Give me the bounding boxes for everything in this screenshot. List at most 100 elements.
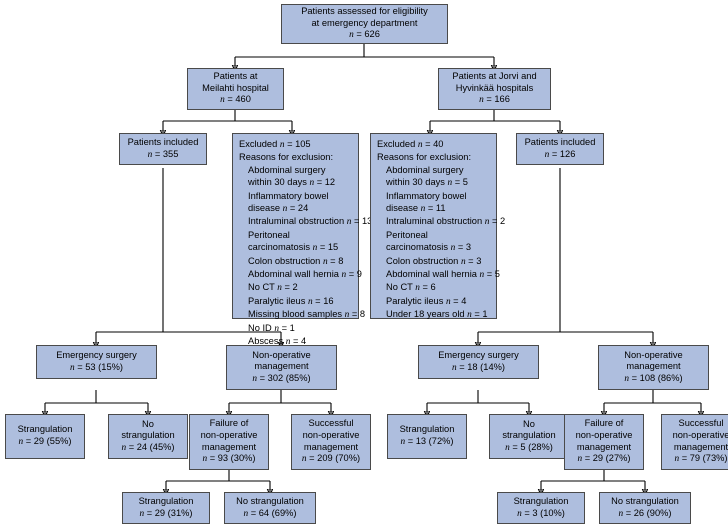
node-count: n = 302 (85%) bbox=[252, 372, 311, 384]
node-successful-non-operative-left[interactable]: Successful non-operative management n = … bbox=[291, 414, 371, 470]
node-count: n = 93 (30%) bbox=[202, 453, 256, 465]
node-line: Emergency surgery bbox=[438, 349, 519, 360]
node-count: n = 24 (45%) bbox=[121, 441, 175, 453]
node-no-strangulation-failure-right[interactable]: No strangulation n = 26 (90%) bbox=[599, 492, 691, 524]
exclusion-reason: Paralytic ileus n = 16 bbox=[248, 295, 334, 307]
node-failure-non-operative-right[interactable]: Failure of non-operative management n = … bbox=[564, 414, 644, 470]
node-line: Patients at bbox=[213, 71, 258, 82]
node-count: n = 64 (69%) bbox=[243, 507, 297, 519]
node-count: n = 166 bbox=[479, 94, 510, 106]
node-count: n = 626 bbox=[349, 29, 380, 41]
node-line: Non-operative bbox=[624, 349, 683, 360]
exclusion-reason: Missing blood samples n = 8 bbox=[248, 309, 366, 321]
node-strangulation-failure-right[interactable]: Strangulation n = 3 (10%) bbox=[497, 492, 585, 524]
node-patients-assessed[interactable]: Patients assessed for eligibility at eme… bbox=[281, 4, 448, 44]
node-line: Emergency surgery bbox=[56, 349, 137, 360]
node-line: Patients assessed for eligibility bbox=[301, 6, 428, 17]
exclusion-reason: Abdominal surgery bbox=[386, 164, 464, 175]
exclusion-reason: No ID n = 1 bbox=[248, 322, 295, 334]
node-line: No bbox=[142, 418, 154, 429]
exclusion-reason: Colon obstruction n = 3 bbox=[386, 255, 482, 267]
excluded-subheader: Reasons for exclusion: bbox=[377, 152, 472, 163]
node-line: management bbox=[254, 361, 309, 372]
node-strangulation-surgery-right[interactable]: Strangulation n = 13 (72%) bbox=[387, 414, 467, 459]
node-line: non-operative bbox=[672, 429, 728, 440]
node-count: n = 3 (10%) bbox=[517, 507, 565, 519]
node-line: non-operative bbox=[302, 429, 360, 440]
node-no-strangulation-failure-left[interactable]: No strangulation n = 64 (69%) bbox=[224, 492, 316, 524]
node-non-operative-management-right[interactable]: Non-operative management n = 108 (86%) bbox=[598, 345, 709, 390]
exclusion-reason: Abscess n = 4 bbox=[248, 336, 307, 348]
node-emergency-surgery-right[interactable]: Emergency surgery n = 18 (14%) bbox=[418, 345, 539, 379]
exclusion-reason: Abdominal surgery bbox=[248, 164, 326, 175]
node-line: Failure of bbox=[209, 418, 249, 429]
node-line: Strangulation bbox=[138, 495, 194, 506]
node-strangulation-surgery-left[interactable]: Strangulation n = 29 (55%) bbox=[5, 414, 85, 459]
node-patients-included-right[interactable]: Patients included n = 126 bbox=[516, 133, 604, 165]
exclusion-reason: carcinomatosis n = 15 bbox=[248, 242, 339, 254]
exclusion-reason: Colon obstruction n = 8 bbox=[248, 255, 344, 267]
node-line: at emergency department bbox=[311, 17, 418, 28]
exclusion-reason: disease n = 24 bbox=[248, 203, 309, 215]
node-count: n = 18 (14%) bbox=[452, 361, 505, 373]
node-count: n = 29 (55%) bbox=[18, 436, 72, 447]
node-count: n = 26 (90%) bbox=[618, 507, 672, 519]
excluded-header: Excluded n = 40 bbox=[377, 139, 444, 150]
exclusion-reason: carcinomatosis n = 3 bbox=[386, 242, 472, 254]
node-line: management bbox=[673, 441, 728, 452]
node-count: n = 460 bbox=[220, 94, 251, 106]
exclusion-reason: No CT n = 2 bbox=[248, 282, 298, 294]
exclusion-reason: Inflammatory bowel bbox=[386, 190, 467, 201]
node-emergency-surgery-left[interactable]: Emergency surgery n = 53 (15%) bbox=[36, 345, 157, 379]
exclusion-reason: Inflammatory bowel bbox=[248, 190, 329, 201]
node-no-strangulation-surgery-right[interactable]: No strangulation n = 5 (28%) bbox=[489, 414, 569, 459]
node-line: non-operative bbox=[575, 429, 633, 440]
node-excluded-left[interactable]: Excluded n = 105 Reasons for exclusion: … bbox=[232, 133, 372, 347]
node-count: n = 79 (73%) bbox=[674, 453, 728, 465]
excluded-subheader: Reasons for exclusion: bbox=[239, 152, 334, 163]
exclusion-reason: Abdominal wall hernia n = 9 bbox=[248, 269, 362, 281]
node-count: n = 355 bbox=[147, 148, 179, 160]
exclusion-reason: Under 18 years old n = 1 bbox=[386, 309, 488, 321]
exclusion-reason: disease n = 11 bbox=[386, 203, 446, 215]
node-line: Patients included bbox=[127, 136, 199, 147]
node-line: strangulation bbox=[502, 430, 556, 441]
node-line: Meilahti hospital bbox=[202, 82, 269, 93]
node-line: No bbox=[523, 418, 535, 429]
node-line: Successful bbox=[308, 418, 354, 429]
node-line: No strangulation bbox=[611, 495, 679, 506]
node-line: management bbox=[201, 441, 257, 452]
node-patients-included-left[interactable]: Patients included n = 355 bbox=[119, 133, 207, 165]
node-count: n = 13 (72%) bbox=[400, 436, 454, 447]
exclusion-reason: Intraluminal obstruction n = 2 bbox=[386, 216, 506, 228]
exclusion-reason: within 30 days n = 12 bbox=[248, 177, 336, 189]
node-line: management bbox=[303, 441, 359, 452]
node-line: Patients at Jorvi and bbox=[452, 71, 537, 82]
node-count: n = 53 (15%) bbox=[70, 361, 123, 373]
node-line: Hyvinkää hospitals bbox=[455, 82, 534, 93]
node-line: Strangulation bbox=[17, 424, 73, 435]
node-strangulation-failure-left[interactable]: Strangulation n = 29 (31%) bbox=[122, 492, 210, 524]
node-excluded-right[interactable]: Excluded n = 40 Reasons for exclusion: A… bbox=[370, 133, 505, 321]
exclusion-reason: Intraluminal obstruction n = 13 bbox=[248, 216, 373, 228]
node-successful-non-operative-right[interactable]: Successful non-operative management n = … bbox=[661, 414, 728, 470]
node-line: strangulation bbox=[121, 430, 175, 441]
node-failure-non-operative-left[interactable]: Failure of non-operative management n = … bbox=[189, 414, 269, 470]
node-no-strangulation-surgery-left[interactable]: No strangulation n = 24 (45%) bbox=[108, 414, 188, 459]
node-line: management bbox=[576, 441, 632, 452]
node-line: No strangulation bbox=[236, 495, 304, 506]
node-jorvi-hyvinkaa-hospitals[interactable]: Patients at Jorvi and Hyvinkää hospitals… bbox=[438, 68, 551, 110]
exclusion-reason: No CT n = 6 bbox=[386, 282, 436, 294]
node-line: non-operative bbox=[200, 429, 258, 440]
node-meilahti-hospital[interactable]: Patients at Meilahti hospital n = 460 bbox=[187, 68, 284, 110]
node-line: Strangulation bbox=[399, 424, 455, 435]
exclusion-reason: Peritoneal bbox=[248, 229, 290, 240]
node-non-operative-management-left[interactable]: Non-operative management n = 302 (85%) bbox=[226, 345, 337, 390]
node-line: Strangulation bbox=[513, 495, 569, 506]
node-count: n = 126 bbox=[544, 148, 576, 160]
excluded-header: Excluded n = 105 bbox=[239, 139, 311, 150]
exclusion-reason: Peritoneal bbox=[386, 229, 428, 240]
node-line: Patients included bbox=[524, 136, 596, 147]
